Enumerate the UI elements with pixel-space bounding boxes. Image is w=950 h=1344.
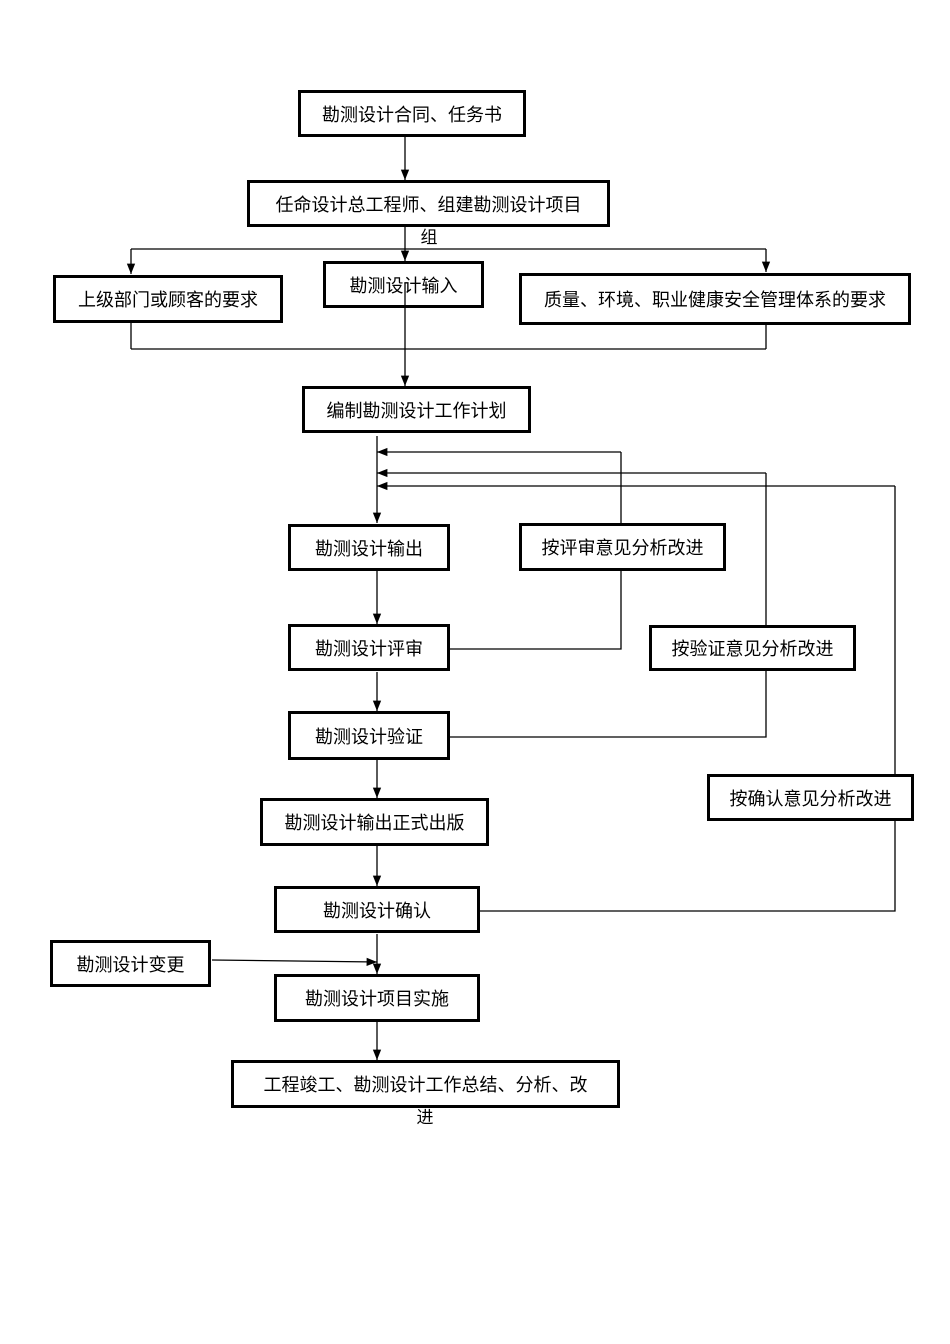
plan-box: 编制勘测设计工作计划 (302, 386, 531, 433)
contract-box: 勘测设计合同、任务书 (298, 90, 526, 137)
design-input-box: 勘测设计输入 (323, 261, 484, 308)
superior-box: 上级部门或顾客的要求 (53, 275, 283, 323)
completion-label-wrap: 进 (416, 1108, 434, 1128)
confirm-label: 勘测设计确认 (323, 900, 431, 922)
completion-box: 工程竣工、勘测设计工作总结、分析、改 (231, 1060, 620, 1108)
output-label: 勘测设计输出 (315, 538, 423, 560)
review-box: 勘测设计评审 (288, 624, 450, 671)
verify-box: 勘测设计验证 (288, 711, 450, 760)
appoint-box: 任命设计总工程师、组建勘测设计项目 (247, 180, 610, 227)
design-input-label: 勘测设计输入 (349, 275, 458, 297)
change-label: 勘测设计变更 (76, 954, 185, 976)
arrow-change-to-implement (211, 957, 378, 967)
formal-release-label: 勘测设计输出正式出版 (284, 813, 465, 834)
confirm-improve-box: 按确认意见分析改进 (707, 774, 914, 821)
implement-label: 勘测设计项目实施 (305, 989, 449, 1010)
feedback-verify-bottom (448, 670, 767, 738)
quality-label: 质量、环境、职业健康安全管理体系的要求 (544, 290, 886, 311)
verify-improve-label: 按验证意见分析改进 (671, 639, 834, 660)
formal-release-box: 勘测设计输出正式出版 (260, 798, 489, 846)
contract-label: 勘测设计合同、任务书 (322, 104, 502, 126)
appoint-label: 任命设计总工程师、组建勘测设计项目 (275, 194, 582, 216)
plan-label: 编制勘测设计工作计划 (326, 400, 507, 422)
appoint-label-wrap: 组 (420, 228, 438, 248)
feedback-review-bottom (448, 570, 622, 650)
change-box: 勘测设计变更 (50, 940, 211, 987)
review-label: 勘测设计评审 (315, 638, 423, 660)
implement-box: 勘测设计项目实施 (274, 974, 480, 1022)
confirm-improve-label: 按确认意见分析改进 (729, 788, 892, 810)
review-improve-label: 按评审意见分析改进 (541, 538, 704, 559)
verify-label: 勘测设计验证 (315, 726, 423, 748)
quality-box: 质量、环境、职业健康安全管理体系的要求 (519, 273, 911, 325)
verify-improve-box: 按验证意见分析改进 (649, 625, 856, 671)
feedback-confirm-bottom (479, 820, 896, 912)
output-box: 勘测设计输出 (288, 524, 450, 571)
review-improve-box: 按评审意见分析改进 (519, 523, 726, 571)
completion-label: 工程竣工、勘测设计工作总结、分析、改 (263, 1075, 588, 1096)
superior-label: 上级部门或顾客的要求 (78, 290, 258, 311)
confirm-box: 勘测设计确认 (274, 886, 480, 933)
